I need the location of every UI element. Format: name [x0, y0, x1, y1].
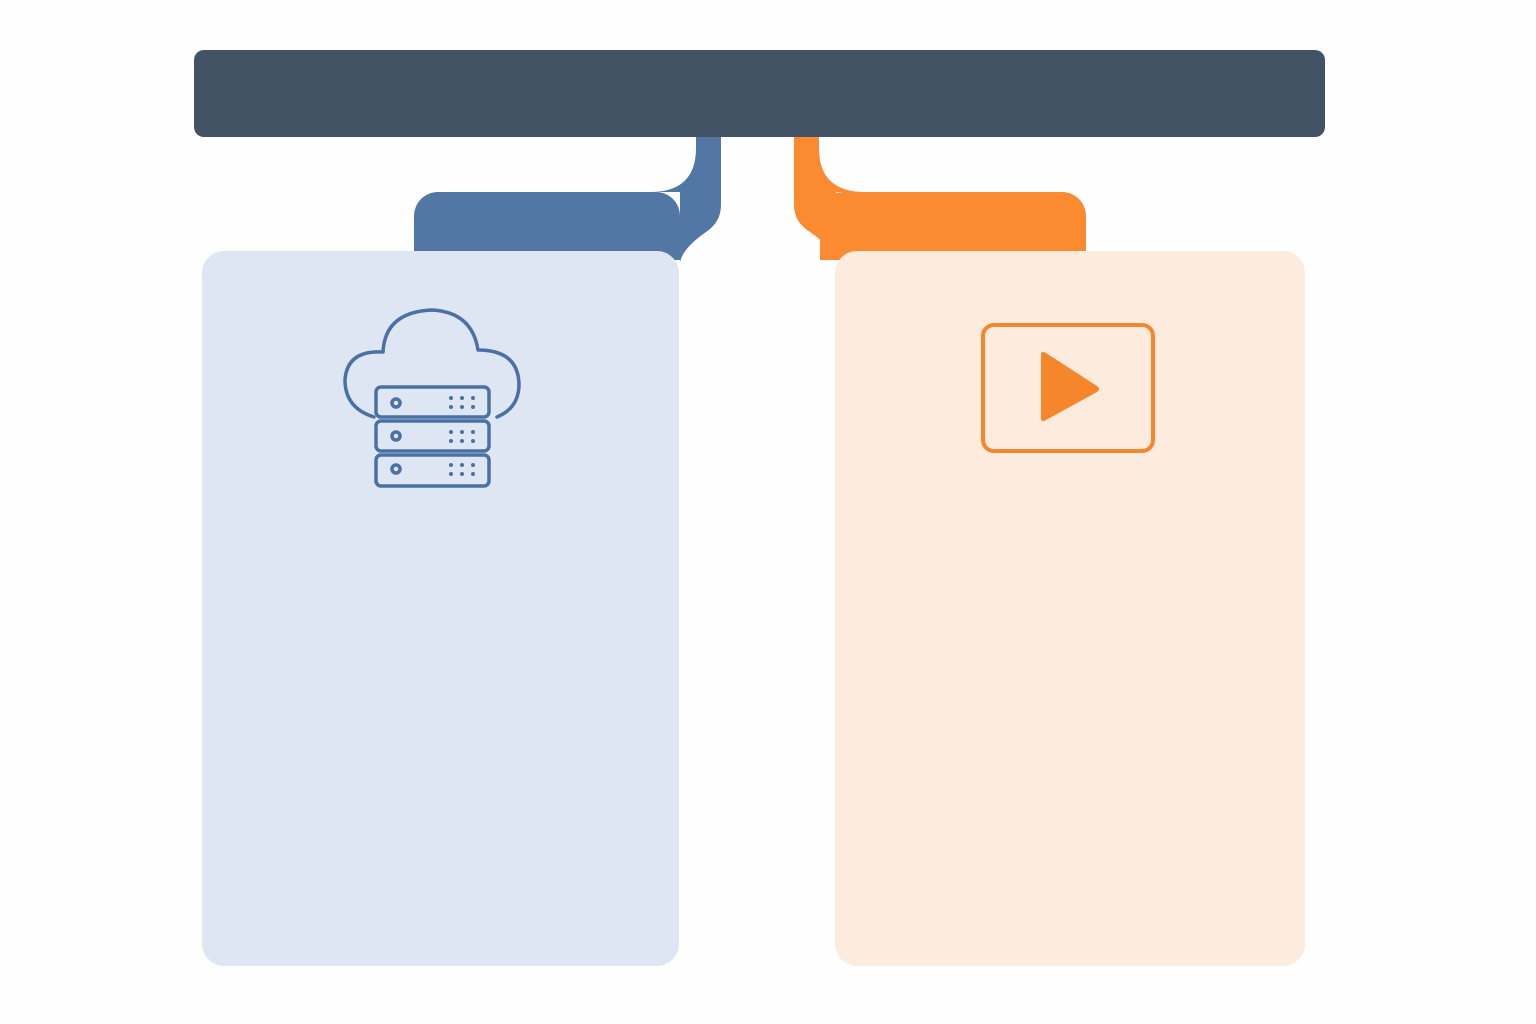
- left-panel: [202, 251, 679, 966]
- video-play-icon: [981, 323, 1155, 453]
- left-connector-path: [650, 130, 721, 262]
- header-bar: [194, 50, 1325, 137]
- left-panel-tab: [414, 192, 680, 260]
- right-panel-tab: [820, 192, 1086, 260]
- cloud-server-icon: [343, 308, 521, 488]
